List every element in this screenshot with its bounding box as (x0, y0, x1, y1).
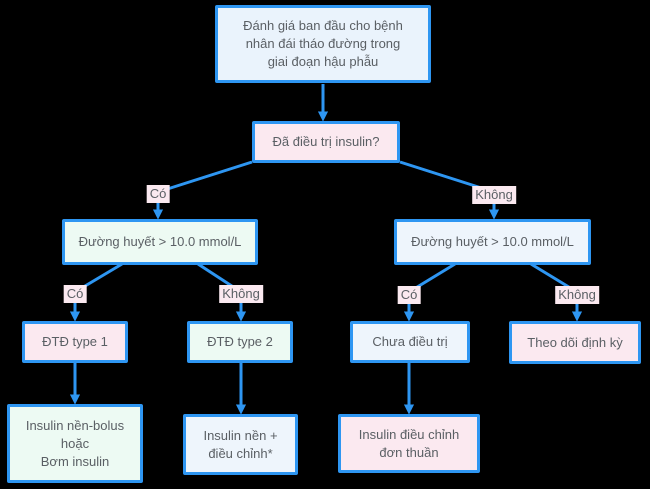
edge-label-right-no: Không (555, 286, 599, 304)
node-text-line: Insulin nền + (203, 427, 278, 443)
edge-question-to-glucose-left (152, 160, 253, 220)
node-glucose-check-left: Đường huyết > 10.0 mmol/L (62, 219, 258, 265)
node-text-line: ĐTĐ type 1 (42, 334, 108, 349)
edge-label-left-yes: Có (63, 285, 87, 303)
node-correction-only: Insulin điều chỉnh đơn thuần (338, 414, 480, 473)
node-basal-plus-correction: Insulin nền + điều chỉnh* (183, 414, 298, 475)
node-text-line: Đánh giá ban đầu cho bệnh (243, 18, 403, 33)
node-text-line: hoặc (60, 435, 90, 451)
node-text-line: nhân đái tháo đường trong (245, 36, 401, 51)
node-text-line: Đã điều trị insulin? (272, 134, 380, 149)
node-text-line: Bơm insulin (40, 453, 110, 469)
node-glucose-check-right: Đường huyết > 10.0 mmol/L (394, 219, 591, 265)
node-text-line: ĐTĐ type 2 (207, 334, 273, 349)
node-text-line: điều chỉnh* (208, 445, 273, 461)
edge-label-left-no: Không (219, 285, 263, 303)
node-diabetes-type1: ĐTĐ type 1 (22, 321, 128, 363)
node-basal-bolus-or-pump: Insulin nền-bolus hoặc Bơm insulin (7, 404, 143, 483)
node-insulin-treated-question: Đã điều trị insulin? (252, 121, 400, 163)
node-text-line: giai đoạn hậu phẫu (267, 54, 379, 69)
node-text-line: Đường huyết > 10.0 mmol/L (78, 234, 242, 249)
node-text-line: Insulin nền-bolus (25, 417, 125, 433)
node-text-line: đơn thuần (379, 444, 439, 460)
node-text-line: Theo dõi định kỳ (527, 334, 623, 350)
node-text-line: Insulin điều chỉnh (358, 426, 460, 442)
node-untreated: Chưa điều trị (350, 321, 470, 363)
node-text-line: Chưa điều trị (372, 334, 448, 349)
node-periodic-monitoring: Theo dõi định kỳ (509, 321, 641, 364)
edge-label-treated-yes: Có (146, 185, 170, 203)
node-initial-assessment: Đánh giá ban đầu cho bệnh nhân đái tháo … (215, 5, 431, 83)
node-diabetes-type2: ĐTĐ type 2 (187, 321, 293, 363)
node-text-line: Đường huyết > 10.0 mmol/L (411, 234, 574, 249)
edge-label-right-yes: Có (397, 286, 421, 304)
edge-label-treated-no: Không (472, 186, 516, 204)
